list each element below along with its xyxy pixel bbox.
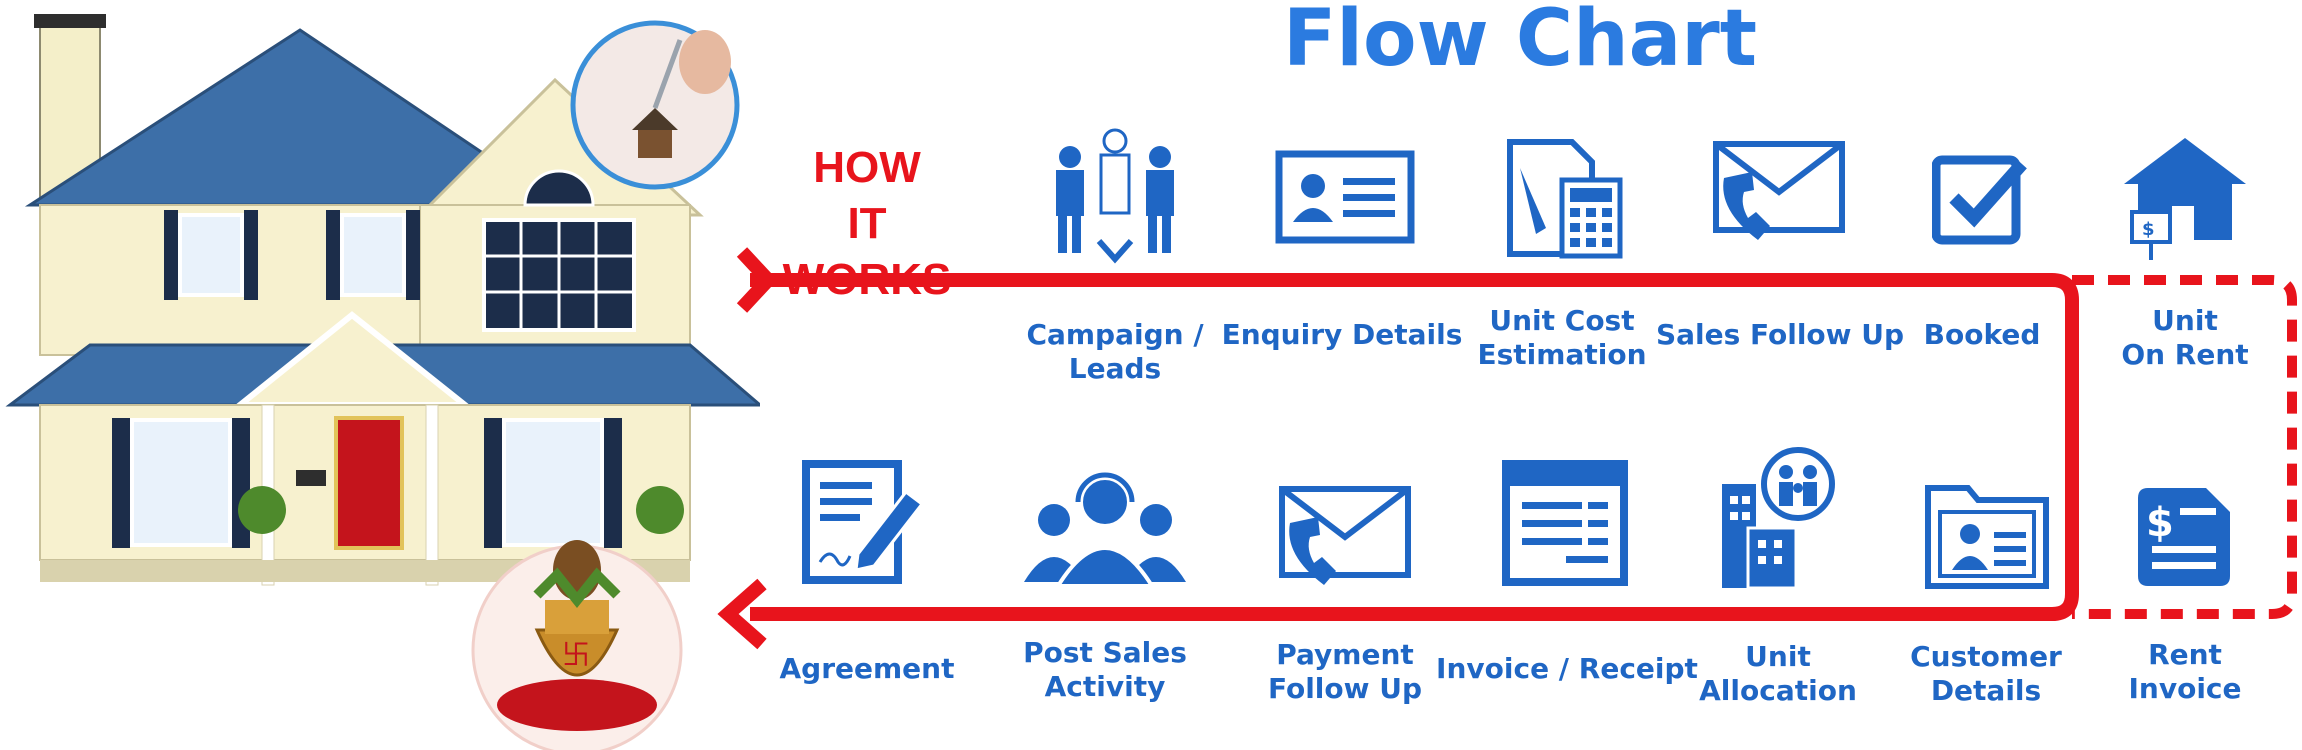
label-unit-on-rent: Unit On Rent [2121, 304, 2249, 371]
label-campaign-leads: Campaign / Leads [1026, 318, 1204, 385]
dollar-document-icon: $ [2138, 488, 2230, 586]
mail-phone-icon [1279, 486, 1411, 585]
id-card-icon [1275, 150, 1415, 244]
svg-text:卐: 卐 [562, 638, 590, 671]
building-family-icon [1722, 447, 1835, 590]
label-invoice-receipt: Invoice / Receipt [1436, 652, 1698, 685]
rent-branch-dashed [2072, 275, 2297, 619]
people-team-icon [1056, 128, 1174, 264]
label-post-sales-activity: Post Sales Activity [1023, 636, 1187, 703]
label-agreement: Agreement [779, 652, 955, 685]
label-rent-invoice: Rent Invoice [2128, 638, 2242, 705]
top-flow-line [750, 273, 2079, 621]
mail-phone-icon [1713, 141, 1845, 240]
label-payment-follow-up: Payment Follow Up [1267, 638, 1423, 705]
how-line: HOW [813, 143, 921, 192]
label-enquiry-details: Enquiry Details [1221, 318, 1463, 351]
calculator-document-icon [1507, 139, 1623, 259]
svg-text:$: $ [2146, 500, 2174, 546]
house-illustration: 卐 [5, 14, 760, 750]
house-for-rent-icon: $ [2124, 138, 2246, 260]
signed-document-icon [802, 460, 925, 584]
how-it-works-heading: HOW IT WORKS [762, 140, 972, 308]
label-booked: Booked [1923, 318, 2041, 351]
svg-text:$: $ [2142, 219, 2155, 240]
return-arrowhead [717, 578, 767, 650]
top-start-chevron [736, 247, 778, 313]
label-unit-allocation: Unit Allocation [1699, 640, 1857, 707]
folder-profile-icon [1925, 485, 2049, 589]
checkbox-icon [1932, 155, 2027, 245]
chart-title: Flow Chart [1283, 0, 1757, 84]
label-customer-details: Customer Details [1910, 640, 2062, 707]
label-unit-cost-estimation: Unit Cost Estimation [1477, 304, 1647, 371]
support-team-icon [1024, 472, 1186, 588]
label-sales-follow-up: Sales Follow Up [1655, 318, 1905, 351]
invoice-window-icon [1502, 460, 1628, 586]
